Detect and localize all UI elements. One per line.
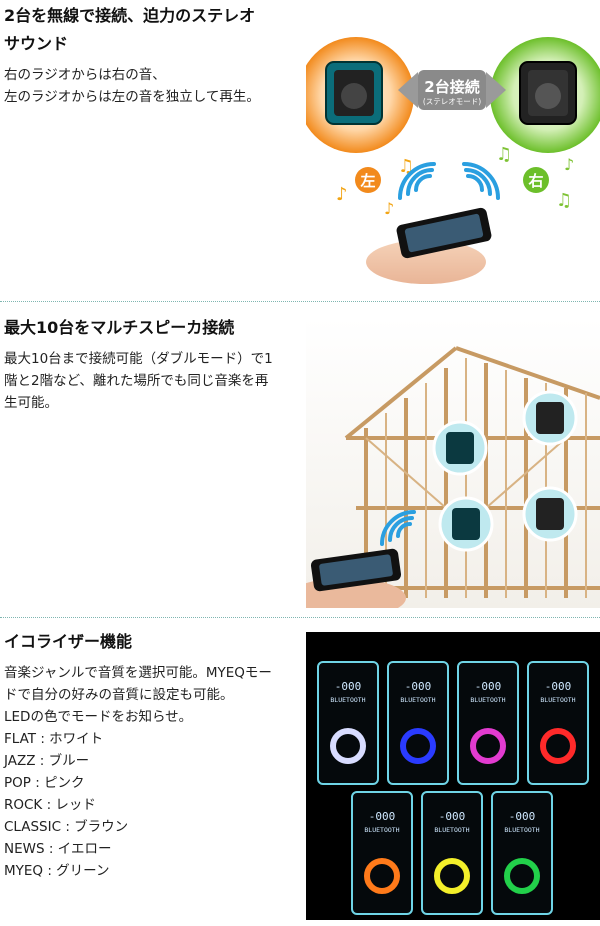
mode-rock: ROCK : レッド [4, 797, 96, 813]
eq-display-text: -000 [369, 810, 396, 823]
led-ring-flat [330, 728, 366, 764]
multi-speaker-title: 最大10台をマルチスピーカ接続 [4, 318, 235, 337]
eq-display-sub: BLUETOOTH [400, 696, 435, 704]
eq-display-sub: BLUETOOTH [470, 696, 505, 704]
led-ring-classic [364, 858, 400, 894]
eq-display-text: -000 [545, 680, 572, 693]
badge-sub-text: (ステレオモード) [423, 97, 481, 106]
stereo-title: 2台を無線で接続、迫力のステレオ サウンド [4, 6, 256, 53]
equalizer-panels-svg: -000BLUETOOTH-000BLUETOOTH-000BLUETOOTH-… [317, 661, 589, 915]
led-ring-myeq [504, 858, 540, 894]
music-note-icon: ♫ [496, 144, 512, 165]
speaker-badge [432, 420, 488, 476]
mode-pop: POP : ピンク [4, 775, 85, 791]
speaker-badge [522, 486, 578, 542]
eq-display-sub: BLUETOOTH [504, 826, 539, 834]
speaker-badge [522, 390, 578, 446]
stereo-illustration: 2台接続 (ステレオモード) 左 右 ♪ ♫ ♪ ♫ ♪ ♫ [306, 0, 600, 290]
stereo-description: 右のラジオからは右の音、 左のラジオからは左の音を独立して再生。 [4, 67, 260, 105]
badge-main-text: 2台接続 [424, 78, 479, 96]
eq-display-text: -000 [439, 810, 466, 823]
eq-display-text: -000 [509, 810, 536, 823]
section-divider [0, 301, 600, 302]
house-frame-illustration [306, 318, 600, 608]
eq-display-text: -000 [405, 680, 432, 693]
equalizer-section: イコライザー機能 音楽ジャンルで音質を選択可能。MYEQモー ドで自分の好みの音… [0, 620, 600, 926]
eq-display-text: -000 [335, 680, 362, 693]
music-note-icon: ♫ [556, 190, 572, 211]
music-note-icon: ♪ [336, 184, 348, 205]
section-divider [0, 617, 600, 618]
wireless-signal-icon [462, 162, 500, 200]
equalizer-title: イコライザー機能 [4, 632, 133, 651]
mode-myeq: MYEQ : グリーン [4, 863, 110, 879]
eq-display-sub: BLUETOOTH [330, 696, 365, 704]
right-label: 右 [528, 172, 543, 190]
equalizer-mode-list: FLAT : ホワイト JAZZ : ブルー POP : ピンク ROCK : … [4, 728, 128, 882]
led-ring-jazz [400, 728, 436, 764]
stereo-illustration-svg: 2台接続 (ステレオモード) 左 右 ♪ ♫ ♪ ♫ ♪ ♫ [306, 37, 600, 284]
multi-speaker-illustration [306, 318, 600, 608]
stereo-section: 2台を無線で接続、迫力のステレオ サウンド 右のラジオからは右の音、 左のラジオ… [0, 0, 600, 300]
eq-display-sub: BLUETOOTH [364, 826, 399, 834]
eq-display-sub: BLUETOOTH [434, 826, 469, 834]
eq-display-sub: BLUETOOTH [540, 696, 575, 704]
led-ring-rock [540, 728, 576, 764]
mode-classic: CLASSIC : ブラウン [4, 819, 129, 835]
music-note-icon: ♪ [564, 155, 574, 174]
multi-speaker-section: 最大10台をマルチスピーカ接続 最大10台まで接続可能（ダブルモード）で1 階と… [0, 304, 600, 614]
wireless-signal-icon [398, 162, 436, 200]
mode-jazz: JAZZ : ブルー [4, 753, 90, 769]
music-note-icon: ♪ [384, 199, 394, 218]
led-ring-pop [470, 728, 506, 764]
mode-news: NEWS : イエロー [4, 841, 112, 857]
eq-display-text: -000 [475, 680, 502, 693]
equalizer-description: 音楽ジャンルで音質を選択可能。MYEQモー ドで自分の好みの音質に設定も可能。 … [4, 665, 272, 725]
mode-flat: FLAT : ホワイト [4, 731, 104, 747]
multi-speaker-description: 最大10台まで接続可能（ダブルモード）で1 階と2階など、離れた場所でも同じ音楽… [4, 351, 273, 411]
wireless-signal-icon [380, 510, 416, 546]
left-label: 左 [359, 172, 375, 190]
speaker-badge [438, 496, 494, 552]
led-ring-news [434, 858, 470, 894]
